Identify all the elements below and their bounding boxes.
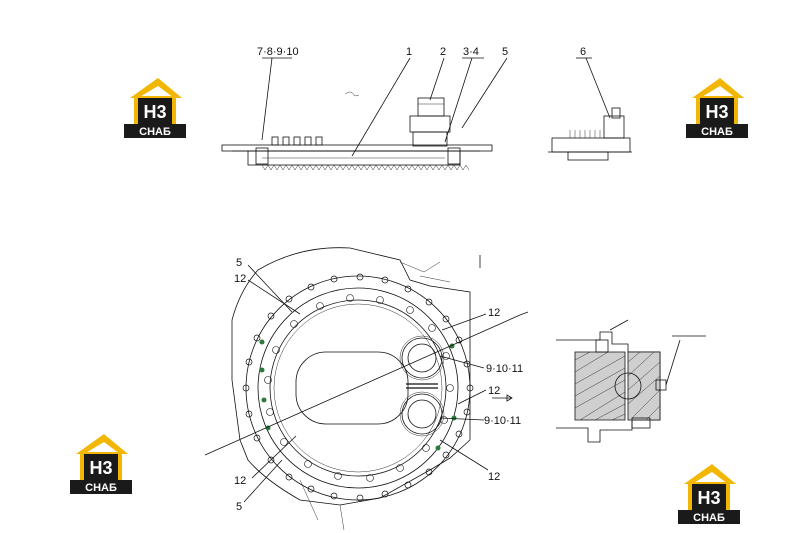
logo-top-right: H3 СНАБ bbox=[686, 78, 748, 138]
callout-5-plan-bottom: 5 bbox=[236, 501, 242, 513]
callout-12-b: 12 bbox=[488, 307, 500, 319]
callout-12-a: 12 bbox=[234, 273, 246, 285]
logo-roof-icon bbox=[684, 464, 736, 484]
callout-9-10-11-a: 9·10·11 bbox=[486, 363, 523, 375]
callout-6: 6 bbox=[580, 46, 586, 58]
callout-9-10-11-b: 9·10·11 bbox=[484, 415, 521, 427]
logo-roof-icon bbox=[76, 434, 128, 454]
callout-5-top: 5 bbox=[502, 46, 508, 58]
logo-mark: H3 bbox=[89, 458, 112, 478]
logo-mark: H3 bbox=[143, 102, 166, 122]
side-detail-view: 6 bbox=[548, 46, 632, 161]
callout-3-4: 3·4 bbox=[463, 46, 479, 58]
callout-12-c: 12 bbox=[488, 385, 500, 397]
section-detail-view bbox=[556, 319, 706, 443]
grease-points bbox=[259, 339, 457, 451]
logo-roof-icon bbox=[130, 78, 182, 98]
callout-1: 1 bbox=[406, 46, 412, 58]
logo-roof-icon bbox=[692, 78, 744, 98]
top-section-view: 7·8·9·10 1 2 3·4 5 bbox=[221, 46, 508, 171]
logo-top-left: H3 СНАБ bbox=[124, 78, 186, 138]
logo-bottom-left: H3 СНАБ bbox=[70, 434, 132, 494]
pinion-gear-upper bbox=[399, 335, 445, 381]
logo-wordmark: СНАБ bbox=[701, 126, 733, 138]
logo-wordmark: СНАБ bbox=[139, 126, 171, 138]
logo-bottom-right: H3 СНАБ bbox=[678, 464, 740, 524]
logo-wordmark: СНАБ bbox=[693, 512, 725, 524]
callout-5-plan-top: 5 bbox=[236, 257, 242, 269]
callout-12-e: 12 bbox=[488, 471, 500, 483]
logo-wordmark: СНАБ bbox=[85, 482, 117, 494]
bolt-circle-outer bbox=[242, 273, 474, 502]
pinion-gear-lower bbox=[399, 391, 445, 437]
callout-7-8-9-10: 7·8·9·10 bbox=[257, 46, 299, 58]
callout-12-d: 12 bbox=[234, 475, 246, 487]
callout-2: 2 bbox=[440, 46, 446, 58]
plan-view: 5 12 12 9·10·11 12 9·10·11 12 12 5 bbox=[204, 247, 529, 531]
logo-mark: H3 bbox=[705, 102, 728, 122]
logo-mark: H3 bbox=[697, 488, 720, 508]
bolt-circle-inner bbox=[264, 294, 454, 482]
bolt-row bbox=[271, 136, 323, 146]
